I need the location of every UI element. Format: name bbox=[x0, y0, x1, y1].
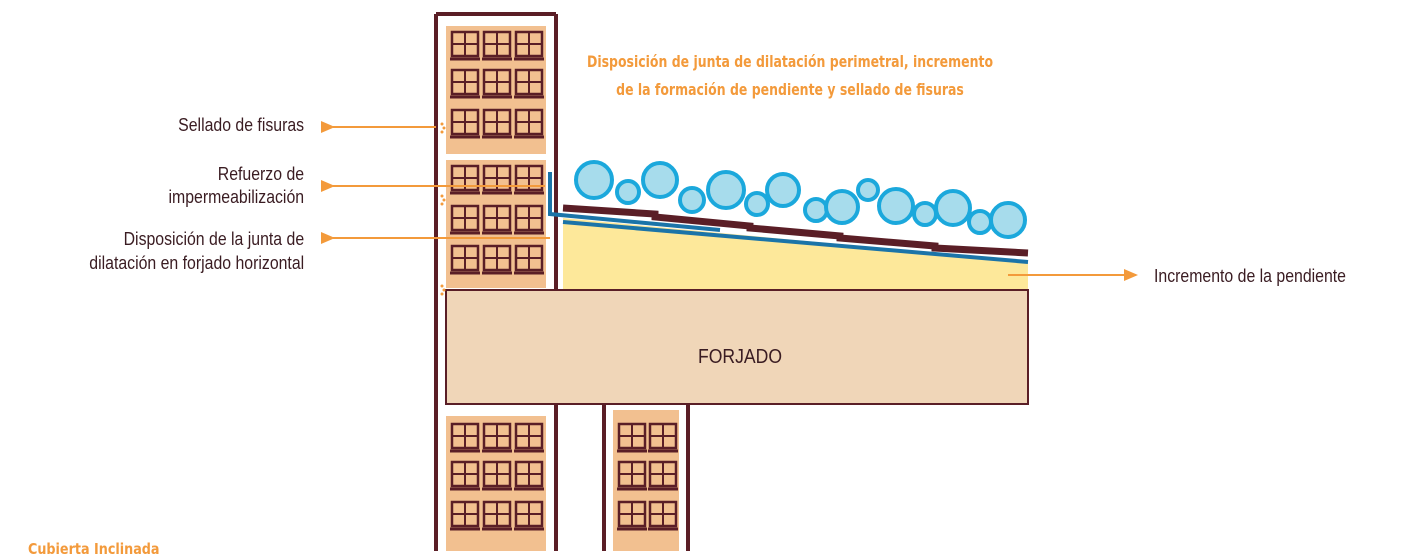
window-icon bbox=[514, 30, 544, 61]
label-pendiente: Incremento de la pendiente bbox=[1154, 266, 1346, 286]
lower-left-windows bbox=[450, 422, 544, 531]
window-icon bbox=[450, 68, 480, 99]
upper-windows bbox=[450, 30, 544, 275]
window-icon bbox=[450, 164, 480, 195]
window-icon bbox=[648, 460, 678, 491]
section-heading: Cubierta Inclinada bbox=[28, 540, 160, 558]
window-icon bbox=[514, 204, 544, 235]
label-sellado: Sellado de fisuras bbox=[178, 115, 304, 135]
window-icon bbox=[514, 422, 544, 453]
gravel-stone bbox=[641, 161, 679, 199]
gravel-stone bbox=[744, 191, 770, 217]
gravel-stone bbox=[967, 209, 993, 235]
window-icon bbox=[450, 204, 480, 235]
gravel-stone bbox=[706, 170, 746, 210]
gravel-ballast bbox=[574, 160, 1027, 239]
gravel-stone bbox=[824, 189, 860, 225]
gravel-stone bbox=[856, 178, 880, 202]
window-icon bbox=[482, 30, 512, 61]
window-icon bbox=[450, 30, 480, 61]
label-refuerzo-1: Refuerzo de bbox=[217, 164, 304, 184]
window-icon bbox=[450, 460, 480, 491]
label-junta-1: Disposición de la junta de bbox=[123, 229, 304, 249]
window-icon bbox=[648, 500, 678, 531]
window-icon bbox=[514, 244, 544, 275]
gravel-stone bbox=[765, 172, 801, 208]
gravel-stone bbox=[934, 189, 972, 227]
window-icon bbox=[617, 460, 647, 491]
window-icon bbox=[482, 68, 512, 99]
membrane-line bbox=[562, 220, 1029, 264]
membrane-upstand bbox=[548, 172, 721, 232]
gravel-stone bbox=[803, 197, 829, 223]
window-icon bbox=[514, 108, 544, 139]
forjado-label: FORJADO bbox=[697, 346, 783, 368]
label-refuerzo-2: impermeabilización bbox=[168, 187, 304, 207]
window-icon bbox=[482, 460, 512, 491]
diagram-title-line1: Disposición de junta de dilatación perim… bbox=[586, 52, 994, 71]
window-icon bbox=[514, 68, 544, 99]
gravel-stone bbox=[877, 187, 915, 225]
label-junta-2: dilatación en forjado horizontal bbox=[89, 253, 304, 273]
gravel-stone bbox=[912, 201, 938, 227]
protection-layer bbox=[562, 204, 1029, 257]
lower-right-windows bbox=[617, 422, 678, 531]
window-icon bbox=[450, 500, 480, 531]
window-icon bbox=[514, 164, 544, 195]
window-icon bbox=[450, 108, 480, 139]
gravel-stone bbox=[989, 201, 1027, 239]
window-icon bbox=[648, 422, 678, 453]
gravel-stone bbox=[574, 160, 614, 200]
window-icon bbox=[450, 422, 480, 453]
window-icon bbox=[482, 500, 512, 531]
diagram-title-line2: de la formación de pendiente y sellado d… bbox=[616, 80, 964, 99]
window-icon bbox=[482, 244, 512, 275]
window-icon bbox=[617, 422, 647, 453]
window-icon bbox=[617, 500, 647, 531]
gravel-stone bbox=[678, 186, 706, 214]
window-icon bbox=[514, 460, 544, 491]
slope-fill bbox=[563, 218, 1028, 290]
window-icon bbox=[482, 204, 512, 235]
gravel-stone bbox=[615, 179, 641, 205]
window-icon bbox=[482, 108, 512, 139]
left-wall bbox=[434, 12, 558, 551]
forjado-slab bbox=[445, 289, 1029, 405]
crack-marks bbox=[440, 122, 446, 296]
window-icon bbox=[450, 244, 480, 275]
window-icon bbox=[482, 422, 512, 453]
window-icon bbox=[514, 500, 544, 531]
